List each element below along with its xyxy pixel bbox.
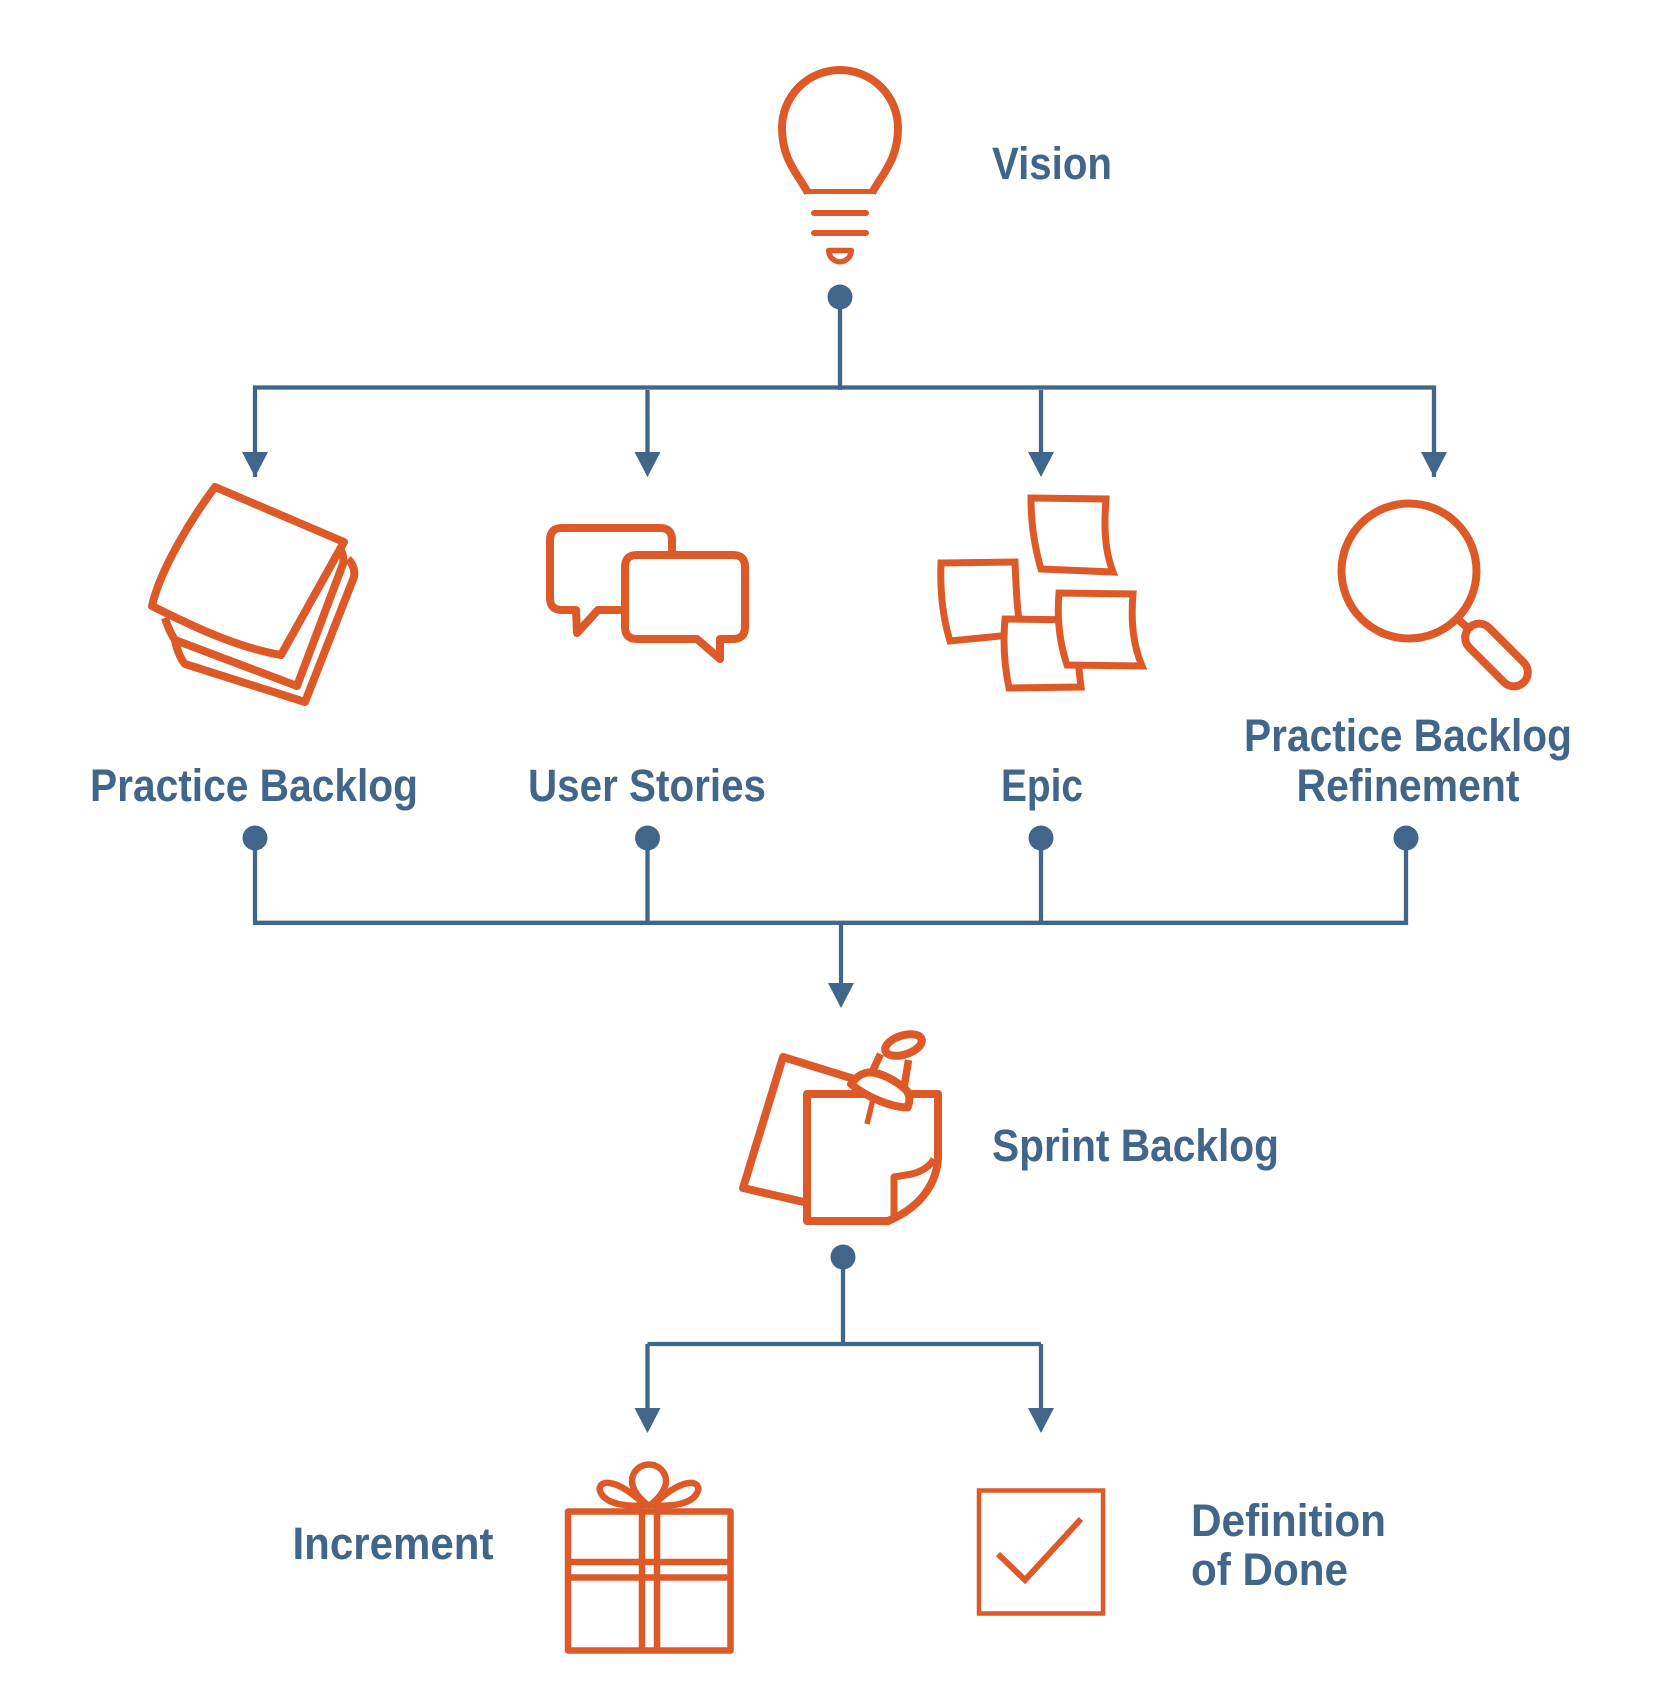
svg-text:Sprint Backlog: Sprint Backlog — [992, 1120, 1279, 1171]
svg-text:Vision: Vision — [992, 138, 1112, 189]
svg-text:Practice Backlog: Practice Backlog — [90, 760, 418, 811]
svg-text:Practice Backlog: Practice Backlog — [1244, 710, 1572, 761]
svg-text:Increment: Increment — [293, 1518, 494, 1569]
svg-text:Definition: Definition — [1191, 1495, 1386, 1546]
svg-text:Epic: Epic — [1001, 760, 1083, 811]
svg-text:of Done: of Done — [1191, 1544, 1348, 1595]
svg-text:Refinement: Refinement — [1297, 760, 1520, 811]
svg-text:User Stories: User Stories — [528, 760, 766, 811]
